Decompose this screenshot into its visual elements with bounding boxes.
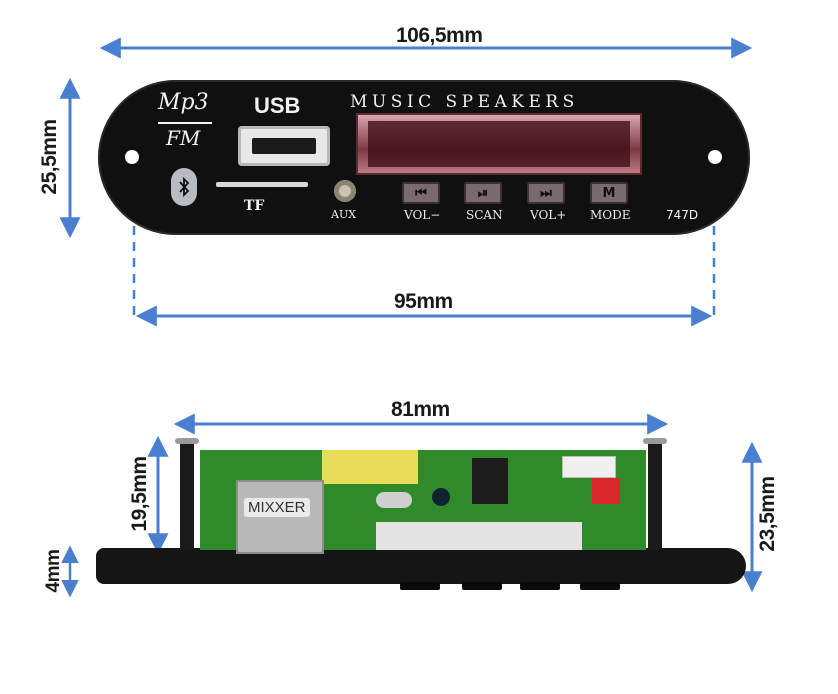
watermark: MIXXER <box>244 498 310 517</box>
dim-hole-spacing: 95mm <box>394 290 453 313</box>
dim-total-height: 23,5mm <box>756 476 779 552</box>
button-stem <box>462 582 502 590</box>
usb-label: USB <box>254 93 301 118</box>
white-connector <box>562 456 616 478</box>
dim-panel-thickness: 4mm <box>43 549 64 593</box>
scan-label: SCAN <box>466 208 503 222</box>
crystal-oscillator <box>376 492 412 508</box>
vol-up-label: VOL+ <box>530 208 567 222</box>
screw-head-left <box>175 438 199 444</box>
front-panel: Mp3 FM USB TF AUX MUSIC SPEAKERS ⏮ ⏯ ⏭ M… <box>98 80 750 235</box>
display-module-edge <box>376 522 582 550</box>
aux-jack[interactable] <box>334 180 356 202</box>
led-display <box>356 113 642 175</box>
mounting-post-left <box>180 440 194 550</box>
button-stem <box>520 582 560 590</box>
scan-button[interactable]: ⏯ <box>464 182 502 204</box>
ic-chip <box>472 458 508 504</box>
usb-port[interactable] <box>238 126 330 166</box>
panel-side-profile <box>96 548 746 584</box>
mounting-hole-left <box>125 150 139 164</box>
logo-mp3: Mp3 <box>158 90 209 115</box>
logo-divider <box>158 122 212 124</box>
dim-board-width: 81mm <box>391 398 450 421</box>
aux-label: AUX <box>331 208 357 221</box>
mounting-hole-right <box>708 150 722 164</box>
tf-card-slot[interactable] <box>216 182 308 187</box>
brand-text: MUSIC SPEAKERS <box>350 92 579 112</box>
capacitor <box>432 488 450 506</box>
mode-button[interactable]: M <box>590 182 628 204</box>
logo-fm: FM <box>166 126 201 150</box>
model-number: 747D <box>666 208 699 222</box>
pcb-board: MIXXER <box>200 450 646 554</box>
vol-down-button[interactable]: ⏮ <box>402 182 440 204</box>
vol-up-button[interactable]: ⏭ <box>527 182 565 204</box>
red-connector <box>592 478 620 504</box>
dim-board-height: 19,5mm <box>128 456 151 532</box>
button-stem <box>580 582 620 590</box>
vol-down-label: VOL− <box>404 208 441 222</box>
mounting-post-right <box>648 440 662 550</box>
dim-top-height: 25,5mm <box>38 119 61 195</box>
usb-socket <box>236 480 324 554</box>
screw-head-right <box>643 438 667 444</box>
bluetooth-icon <box>171 168 197 206</box>
button-stem <box>400 582 440 590</box>
dim-top-width: 106,5mm <box>396 24 483 47</box>
mode-label: MODE <box>590 208 631 222</box>
bluetooth-module <box>322 450 418 484</box>
tf-label: TF <box>244 198 265 214</box>
